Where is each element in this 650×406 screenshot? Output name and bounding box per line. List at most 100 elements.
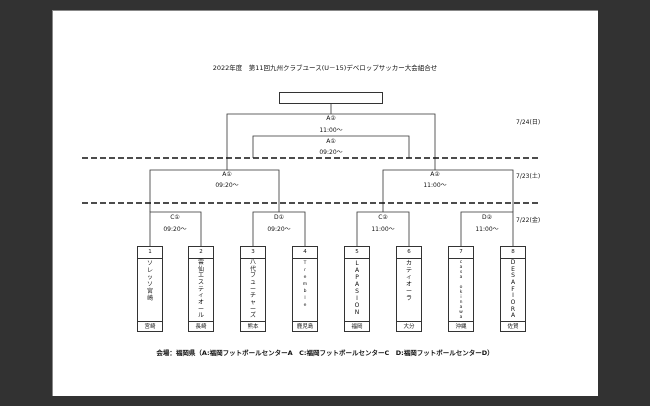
team-name-char: オ xyxy=(197,298,204,306)
semi-right-time: 11:00～ xyxy=(423,182,447,189)
team-name-char: O xyxy=(510,298,516,306)
team-name-char: w xyxy=(459,310,463,315)
qf1-time: 09:20～ xyxy=(163,226,187,233)
team-name-char: F xyxy=(511,285,515,293)
team-name-char: m xyxy=(302,282,308,287)
team-name-char: エ xyxy=(197,272,204,280)
team-name-char: c xyxy=(459,260,463,265)
team-name-char: a xyxy=(459,305,463,310)
qf3-bracket-line xyxy=(356,211,410,246)
team-name-char: I xyxy=(356,295,358,302)
team-number: 7 xyxy=(449,247,473,259)
team-name-char: b xyxy=(303,289,307,294)
team-name-char: ス xyxy=(197,278,204,286)
team-name-char: N xyxy=(354,309,360,316)
qf1-venue: C① xyxy=(170,214,180,221)
team-name-char: ー xyxy=(249,305,256,313)
final-bracket-line xyxy=(226,104,436,170)
team-name-char: E xyxy=(511,265,515,273)
date-day1: 7/22(金) xyxy=(516,217,541,224)
team-name-char: 雲 xyxy=(197,259,204,266)
semi-left-bracket-line xyxy=(149,169,280,212)
team-name-char: 仙 xyxy=(197,265,204,273)
team-name-char: ソ xyxy=(146,260,153,267)
team-number: 5 xyxy=(345,247,369,259)
team-name-char: e xyxy=(303,303,307,308)
champion-box xyxy=(279,92,383,104)
team-number: 3 xyxy=(241,247,265,259)
qf3-venue: C② xyxy=(378,214,388,221)
team-name-char: ュ xyxy=(249,278,256,286)
third-place-time: 09:20～ xyxy=(319,149,343,156)
team-name-char: l xyxy=(304,296,306,301)
team-name-char: T xyxy=(303,261,307,266)
team-name-char: i xyxy=(460,295,462,300)
team-name-char: A xyxy=(510,312,516,320)
team-name-char: n xyxy=(459,300,463,305)
team-box: 2 雲仙エスティオール 長崎 xyxy=(188,246,214,332)
team-name-char: ッ xyxy=(146,274,153,281)
team-region: 大分 xyxy=(403,324,415,330)
team-name-char: フ xyxy=(249,272,256,280)
semi-right-venue: A② xyxy=(430,171,440,178)
qf2-bracket-line xyxy=(252,211,306,246)
team-name-char: O xyxy=(354,302,360,309)
team-number: 6 xyxy=(397,247,421,259)
team-name-char: チ xyxy=(249,292,256,300)
third-place-venue: A① xyxy=(326,138,336,145)
page-title: 2022年度 第11回九州クラブユース(U－15)デベロップサッカー大会組合せ xyxy=(212,64,438,72)
semi-right-bracket-line xyxy=(382,169,514,212)
team-name-char: ル xyxy=(197,312,204,320)
team-name-char: L xyxy=(355,260,359,267)
qf4-venue: D② xyxy=(482,214,492,221)
venue-note: 会場：福岡県（A:福岡フットボールセンターA C:福岡フットボールセンターC D… xyxy=(156,349,494,357)
team-number: 1 xyxy=(138,247,162,259)
team-name-char: ラ xyxy=(405,295,412,302)
team-box: 1 ソレッソ宮崎 宮崎 xyxy=(137,246,163,332)
team-name-char: ー xyxy=(405,288,412,295)
team-name-char: 宮 xyxy=(146,288,153,295)
team-name-char: 八 xyxy=(249,259,256,266)
team-name: 雲仙エスティオール xyxy=(189,259,213,322)
team-name: ソレッソ宮崎 xyxy=(138,259,162,322)
team-name-char: a xyxy=(459,275,463,280)
team-name-char: テ xyxy=(197,285,204,293)
date-day2: 7/23(土) xyxy=(516,173,541,180)
team-region: 沖縄 xyxy=(455,324,467,330)
team-name-char: ソ xyxy=(146,281,153,288)
team-name-char: r xyxy=(304,268,306,273)
team-box: 6 カティオーラ 大分 xyxy=(396,246,422,332)
team-name-char: テ xyxy=(405,267,412,274)
team-name-char: ー xyxy=(249,285,256,293)
team-name-char: A xyxy=(354,281,360,288)
team-region: 長崎 xyxy=(195,324,207,330)
final-time: 11:00～ xyxy=(319,127,343,134)
qf2-venue: D① xyxy=(274,214,284,221)
team-name-char: ィ xyxy=(197,292,204,300)
team-region: 佐賀 xyxy=(507,324,519,330)
team-name-char: S xyxy=(511,272,515,280)
team-name-char: a xyxy=(459,265,463,270)
team-name-char: オ xyxy=(405,281,412,288)
team-name-char: ー xyxy=(197,305,204,313)
team-number: 2 xyxy=(189,247,213,259)
team-name-char: I xyxy=(512,292,514,300)
qf4-time: 11:00～ xyxy=(475,226,499,233)
team-name-char: P xyxy=(355,274,359,281)
team-region: 熊本 xyxy=(247,324,259,330)
qf1-bracket-line xyxy=(149,211,202,246)
qf4-bracket-line xyxy=(460,211,514,246)
team-number: 8 xyxy=(501,247,525,259)
third-place-bracket-line xyxy=(252,135,410,158)
team-name-char: レ xyxy=(146,267,153,274)
team-name-char: 代 xyxy=(249,265,256,273)
team-name-char: D xyxy=(510,259,516,266)
team-name-char: a xyxy=(459,315,463,320)
team-name-char: k xyxy=(459,290,463,295)
